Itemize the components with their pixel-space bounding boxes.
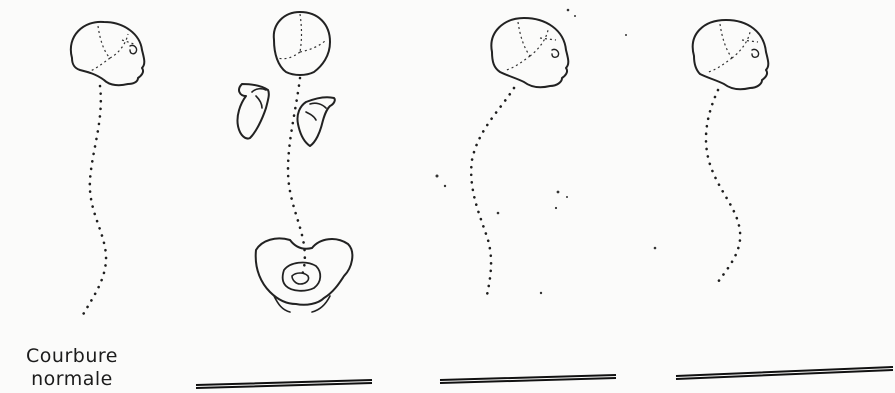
skull-profile-icon — [71, 22, 144, 85]
answer-blank-1[interactable] — [196, 380, 372, 388]
left-scapula-icon — [237, 84, 268, 139]
answer-blank-3[interactable] — [676, 367, 893, 379]
figure-4 — [693, 20, 769, 282]
figure-3 — [436, 9, 657, 300]
spine-curve-3 — [471, 88, 514, 300]
pelvis-icon — [256, 238, 353, 312]
caption-line-1: Courbure — [2, 345, 142, 367]
answer-blanks — [196, 367, 893, 388]
spine-curve-4 — [706, 90, 740, 282]
figure-2 — [237, 12, 352, 312]
figure-1 — [71, 22, 144, 320]
skull-profile-icon — [693, 20, 769, 89]
skull-profile-icon — [491, 18, 568, 87]
answer-blank-2[interactable] — [440, 375, 616, 383]
right-scapula-icon — [297, 97, 334, 146]
caption-line-2: normale — [2, 368, 142, 390]
skull-front-icon — [274, 12, 330, 75]
spine-curve-1 — [80, 86, 106, 320]
